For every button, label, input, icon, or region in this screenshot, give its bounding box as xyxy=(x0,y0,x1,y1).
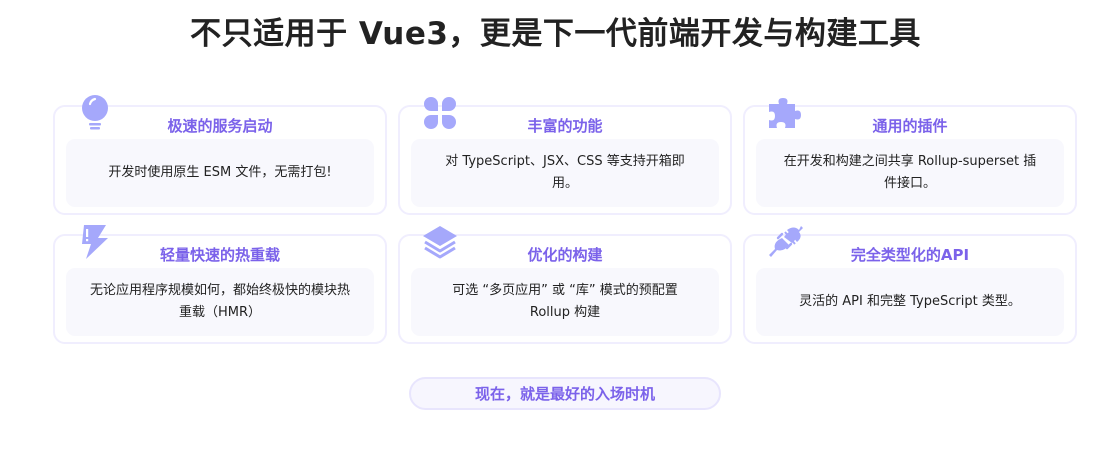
apps-grid-icon xyxy=(420,93,460,133)
layers-stack-icon xyxy=(420,222,460,262)
feature-card-fast-hmr: 轻量快速的热重载 无论应用程序规模如何，都始终极快的模块热重载（HMR） xyxy=(53,225,387,344)
feature-title: 完全类型化的API xyxy=(850,246,970,264)
puzzle-piece-icon xyxy=(765,93,805,133)
plug-icon xyxy=(765,222,805,262)
feature-description: 可选 “多页应用” 或 “库” 模式的预配置 Rollup 构建 xyxy=(411,268,719,336)
lightning-bolt-icon xyxy=(75,222,115,262)
lightbulb-icon xyxy=(75,93,115,133)
feature-title: 通用的插件 xyxy=(872,117,948,135)
get-started-button[interactable]: 现在，就是最好的入场时机 xyxy=(409,377,721,410)
feature-card-rich-features: 丰富的功能 对 TypeScript、JSX、CSS 等支持开箱即用。 xyxy=(398,97,732,215)
feature-title: 轻量快速的热重载 xyxy=(159,246,280,264)
feature-description: 无论应用程序规模如何，都始终极快的模块热重载（HMR） xyxy=(66,268,374,336)
feature-card-optimized-build: 优化的构建 可选 “多页应用” 或 “库” 模式的预配置 Rollup 构建 xyxy=(398,226,732,344)
feature-description: 对 TypeScript、JSX、CSS 等支持开箱即用。 xyxy=(411,139,719,207)
feature-description: 灵活的 API 和完整 TypeScript 类型。 xyxy=(756,268,1064,336)
feature-card-universal-plugins: 通用的插件 在开发和构建之间共享 Rollup-superset 插件接口。 xyxy=(743,98,1077,215)
page-title: 不只适用于 Vue3，更是下一代前端开发与构建工具 xyxy=(190,16,921,52)
features-grid: 极速的服务启动 开发时使用原生 ESM 文件，无需打包! 丰富的功能 对 Typ… xyxy=(53,95,1078,344)
feature-title: 丰富的功能 xyxy=(527,117,603,135)
feature-card-typed-api: 完全类型化的API 灵活的 API 和完整 TypeScript 类型。 xyxy=(743,226,1077,344)
feature-description: 在开发和构建之间共享 Rollup-superset 插件接口。 xyxy=(756,139,1064,207)
feature-title: 极速的服务启动 xyxy=(167,117,273,135)
feature-description: 开发时使用原生 ESM 文件，无需打包! xyxy=(66,139,374,207)
feature-card-fast-server-start: 极速的服务启动 开发时使用原生 ESM 文件，无需打包! xyxy=(53,95,387,215)
feature-title: 优化的构建 xyxy=(527,246,603,264)
